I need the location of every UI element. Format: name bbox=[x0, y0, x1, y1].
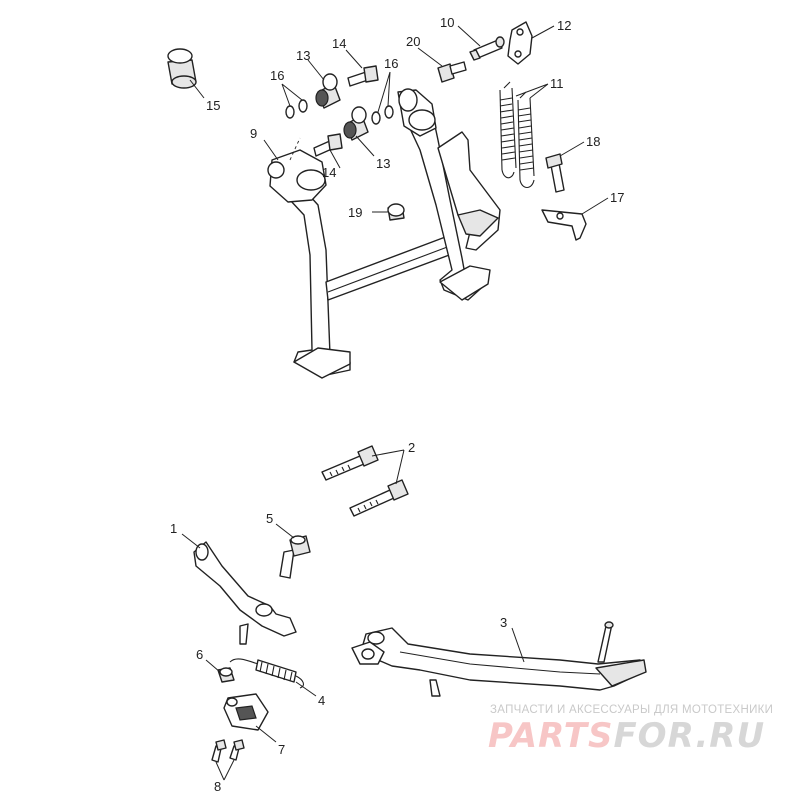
callout-13-lower: 13 bbox=[376, 156, 390, 171]
part-13-bush-lower bbox=[343, 106, 369, 141]
callout-13-upper: 13 bbox=[296, 48, 310, 63]
callout-14-upper: 14 bbox=[332, 36, 346, 51]
callout-4: 4 bbox=[318, 693, 325, 708]
callout-3: 3 bbox=[500, 615, 507, 630]
part-1-sidestand-bracket bbox=[193, 541, 297, 645]
part-4-spring bbox=[229, 658, 305, 689]
callout-12: 12 bbox=[557, 18, 571, 33]
part-7-switch bbox=[223, 693, 269, 731]
callout-19: 19 bbox=[348, 205, 362, 220]
callout-15: 15 bbox=[206, 98, 220, 113]
part-5-bolt bbox=[279, 535, 311, 579]
center-stand-assembly bbox=[267, 88, 501, 379]
part-16-o-rings-right bbox=[371, 105, 394, 125]
part-19-rubber bbox=[387, 203, 405, 221]
part-18-screw bbox=[545, 153, 565, 193]
callout-10: 10 bbox=[440, 15, 454, 30]
callout-labels: 15 16 13 14 16 20 10 12 11 18 17 19 9 14… bbox=[170, 15, 624, 794]
watermark-logo-part2: FOR.RU bbox=[613, 716, 766, 756]
part-2-bolt-lower bbox=[349, 479, 409, 517]
watermark-logo: PARTSFOR.RU bbox=[488, 716, 765, 756]
part-10-pin bbox=[469, 36, 505, 61]
watermark-logo-part1: PARTS bbox=[488, 716, 614, 756]
callout-14-lower: 14 bbox=[322, 165, 336, 180]
part-12-plate bbox=[507, 21, 533, 65]
leader-lines bbox=[181, 25, 609, 781]
callout-18: 18 bbox=[586, 134, 600, 149]
callout-8: 8 bbox=[214, 779, 221, 794]
callout-11: 11 bbox=[550, 76, 564, 91]
callout-16-left: 16 bbox=[270, 68, 284, 83]
part-14-bolt-lower bbox=[313, 133, 343, 157]
callout-17: 17 bbox=[610, 190, 624, 205]
callout-7: 7 bbox=[278, 742, 285, 757]
part-17-bracket bbox=[541, 209, 587, 241]
watermark-tagline: ЗАПЧАСТИ И АКСЕССУАРЫ ДЛЯ МОТОТЕХНИКИ bbox=[490, 704, 774, 716]
part-6-nut bbox=[217, 667, 235, 683]
callout-5: 5 bbox=[266, 511, 273, 526]
part-13-bush-upper bbox=[315, 73, 341, 109]
callout-1: 1 bbox=[170, 521, 177, 536]
callout-9: 9 bbox=[250, 126, 257, 141]
part-14-bolt-upper bbox=[347, 65, 379, 87]
part-3-side-stand bbox=[351, 621, 647, 697]
part-20-bolt bbox=[437, 61, 467, 83]
part-2-bolt-upper bbox=[321, 445, 379, 481]
callout-6: 6 bbox=[196, 647, 203, 662]
part-8-screws bbox=[211, 739, 245, 763]
callout-20: 20 bbox=[406, 34, 420, 49]
part-15-rubber-stopper bbox=[167, 48, 197, 89]
callout-2: 2 bbox=[408, 440, 415, 455]
callout-16-right: 16 bbox=[384, 56, 398, 71]
part-11-springs bbox=[499, 81, 535, 189]
